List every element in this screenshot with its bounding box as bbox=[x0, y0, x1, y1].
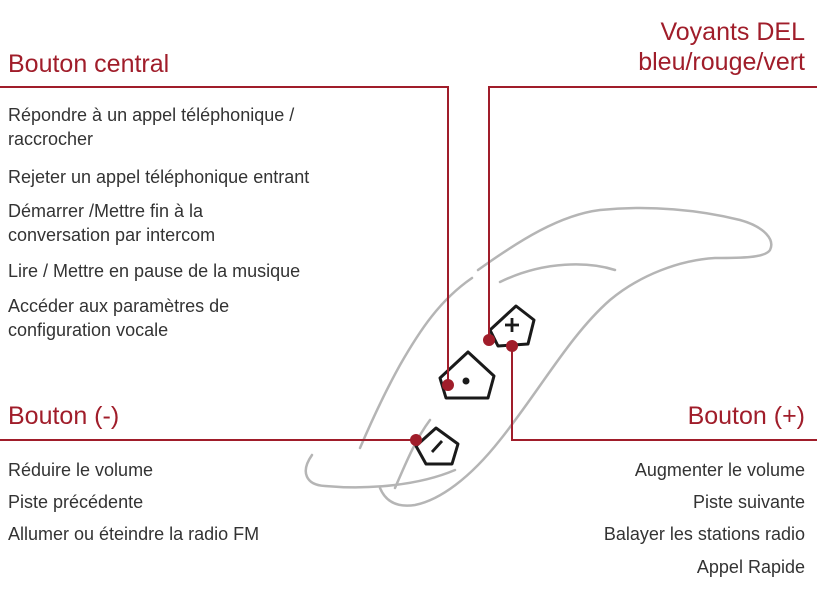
led-callout-line bbox=[488, 86, 817, 340]
led-callout-dot bbox=[483, 334, 495, 346]
plus-button-shape bbox=[488, 304, 536, 348]
central-button-heading: Bouton central bbox=[8, 50, 170, 78]
central-button-function: Répondre à un appel téléphonique / bbox=[8, 105, 295, 125]
central-button-function: Démarrer /Mettre fin à la bbox=[8, 201, 204, 221]
central-button-callout-line bbox=[0, 86, 449, 385]
plus-button-function: Appel Rapide bbox=[696, 557, 805, 577]
minus-button-function: Allumer ou éteindre la radio FM bbox=[8, 524, 260, 544]
led-heading-line1: Voyants DEL bbox=[660, 18, 805, 46]
central-button-function: Lire / Mettre en pause de la musique bbox=[8, 261, 301, 281]
central-button-function: configuration vocale bbox=[8, 320, 169, 340]
minus-button-function: Piste précédente bbox=[8, 492, 144, 512]
central-button-function: raccrocher bbox=[8, 129, 94, 149]
plus-button-callout-dot bbox=[506, 340, 518, 352]
minus-button-function: Réduire le volume bbox=[8, 460, 154, 480]
central-button-function: conversation par intercom bbox=[8, 225, 216, 245]
plus-button-callout-line bbox=[511, 346, 817, 441]
plus-button-function: Augmenter le volume bbox=[634, 460, 805, 480]
central-button-function: Accéder aux paramètres de bbox=[8, 296, 230, 316]
minus-button-shape bbox=[414, 426, 460, 466]
minus-button-heading: Bouton (-) bbox=[8, 402, 120, 430]
minus-button-callout-dot bbox=[410, 434, 422, 446]
led-heading-line2: bleu/rouge/vert bbox=[638, 48, 805, 76]
plus-button-function: Piste suivante bbox=[692, 492, 805, 512]
dot-icon bbox=[462, 377, 470, 385]
plus-button-function: Balayer les stations radio bbox=[603, 524, 805, 544]
plus-button-heading: Bouton (+) bbox=[687, 402, 805, 430]
central-button-shape bbox=[438, 350, 496, 400]
central-button-function: Rejeter un appel téléphonique entrant bbox=[8, 167, 310, 187]
central-button-callout-dot bbox=[442, 379, 454, 391]
